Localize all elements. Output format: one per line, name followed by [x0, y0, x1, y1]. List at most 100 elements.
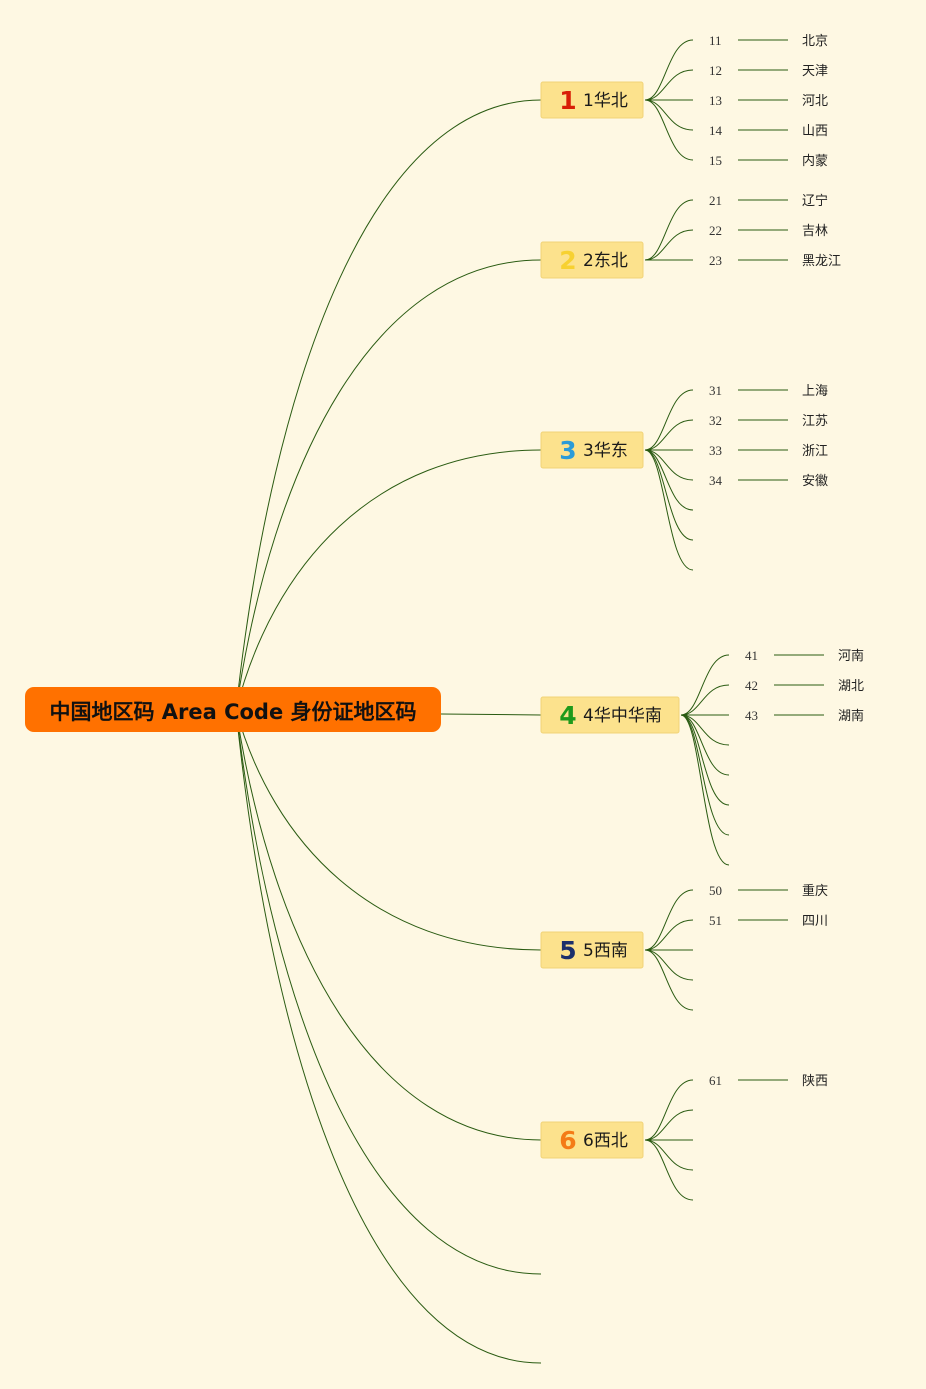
connector-sub — [644, 889, 694, 951]
connector-sub — [680, 714, 730, 806]
province-item[interactable]: 42 湖北 — [745, 678, 864, 694]
province-name: 浙江 — [802, 444, 828, 459]
province-name: 湖北 — [838, 679, 864, 694]
region-label: 6西北 — [583, 1131, 628, 1151]
province-name: 黑龙江 — [802, 254, 841, 269]
province-name: 天津 — [802, 64, 828, 79]
connector-sub — [680, 684, 730, 716]
province-name: 江苏 — [802, 413, 828, 429]
province-name: 北京 — [802, 34, 828, 49]
region-label: 5西南 — [583, 941, 628, 961]
connector-main — [235, 709, 542, 951]
province-item[interactable]: 11 北京 — [709, 33, 828, 49]
region-label: 2东北 — [583, 251, 628, 271]
connector-sub — [680, 654, 730, 716]
province-item[interactable]: 14 山西 — [709, 123, 828, 139]
province-code: 33 — [709, 443, 722, 458]
province-item[interactable]: 33 浙江 — [709, 443, 828, 459]
region-box — [540, 931, 644, 969]
connector-sub — [644, 99, 694, 131]
province-item[interactable]: 50 重庆 — [709, 883, 828, 899]
connector-sub — [644, 1109, 694, 1141]
connector-main — [235, 259, 542, 711]
province-item[interactable]: 15 内蒙 — [709, 153, 828, 169]
connector-sub — [644, 919, 694, 951]
connector-sub — [644, 449, 694, 541]
region-node[interactable]: 6 6西北 — [540, 1121, 644, 1159]
province-code: 13 — [709, 93, 722, 108]
province-item[interactable]: 31 上海 — [709, 383, 828, 399]
connector-center-line — [440, 713, 542, 716]
region-box — [540, 431, 644, 469]
connector-main — [235, 99, 542, 711]
central-topic[interactable]: 中国地区码 Area Code 身份证地区码 — [25, 687, 441, 732]
province-code: 12 — [709, 63, 722, 78]
connector-sub — [680, 714, 730, 746]
province-name: 湖南 — [838, 708, 864, 724]
region-node[interactable]: 4 4华中华南 — [540, 696, 680, 734]
region-node[interactable]: 2 2东北 — [540, 241, 644, 279]
region-node[interactable]: 5 5西南 — [540, 931, 644, 969]
connector-sub — [644, 69, 694, 101]
connector-sub — [644, 39, 694, 101]
region-label: 1华北 — [583, 91, 628, 111]
connector-empty-main — [235, 709, 542, 1275]
province-code: 41 — [745, 648, 758, 663]
province-name: 山西 — [802, 124, 828, 139]
province-code: 32 — [709, 413, 722, 428]
connector-sub — [644, 99, 694, 161]
province-item[interactable]: 32 江苏 — [709, 413, 828, 429]
connector-sub — [644, 949, 694, 1011]
connector-sub — [644, 449, 694, 481]
province-name: 河北 — [802, 94, 828, 109]
province-code: 50 — [709, 883, 722, 898]
number-4-icon: 4 — [559, 701, 576, 730]
province-item[interactable]: 41 河南 — [745, 648, 864, 664]
connector-sub — [680, 714, 730, 866]
province-code: 42 — [745, 678, 758, 693]
region-box — [540, 696, 680, 734]
region-box — [540, 241, 644, 279]
connector-main — [235, 449, 542, 711]
province-item[interactable]: 22 吉林 — [709, 223, 828, 239]
province-name: 安徽 — [802, 474, 828, 489]
province-name: 内蒙 — [802, 153, 828, 169]
number-5-icon: 5 — [559, 936, 576, 965]
central-topic-title: 中国地区码 Area Code 身份证地区码 — [49, 700, 416, 724]
number-2-icon: 2 — [559, 246, 576, 275]
region-label: 4华中华南 — [583, 706, 662, 726]
connector-sub — [644, 449, 694, 571]
province-name: 陕西 — [802, 1074, 828, 1089]
number-1-icon: 1 — [559, 86, 576, 115]
connectors — [235, 39, 730, 1364]
province-code: 21 — [709, 193, 722, 208]
province-name: 上海 — [802, 384, 828, 399]
central-topic-box — [25, 687, 441, 732]
province-item[interactable]: 12 天津 — [709, 63, 828, 79]
province-item[interactable]: 13 河北 — [709, 93, 828, 109]
province-code: 51 — [709, 913, 722, 928]
province-code: 22 — [709, 223, 722, 238]
province-code: 31 — [709, 383, 722, 398]
number-6-icon: 6 — [559, 1126, 576, 1155]
connector-sub — [644, 199, 694, 261]
province-name: 重庆 — [802, 883, 828, 899]
province-code: 14 — [709, 123, 723, 138]
number-3-icon: 3 — [559, 436, 576, 465]
province-name: 吉林 — [802, 224, 828, 239]
province-code: 11 — [709, 33, 722, 48]
province-code: 15 — [709, 153, 722, 168]
region-node[interactable]: 1 1华北 — [540, 81, 644, 119]
province-name: 河南 — [838, 648, 864, 664]
connector-sub — [680, 714, 730, 776]
connector-sub — [644, 389, 694, 451]
